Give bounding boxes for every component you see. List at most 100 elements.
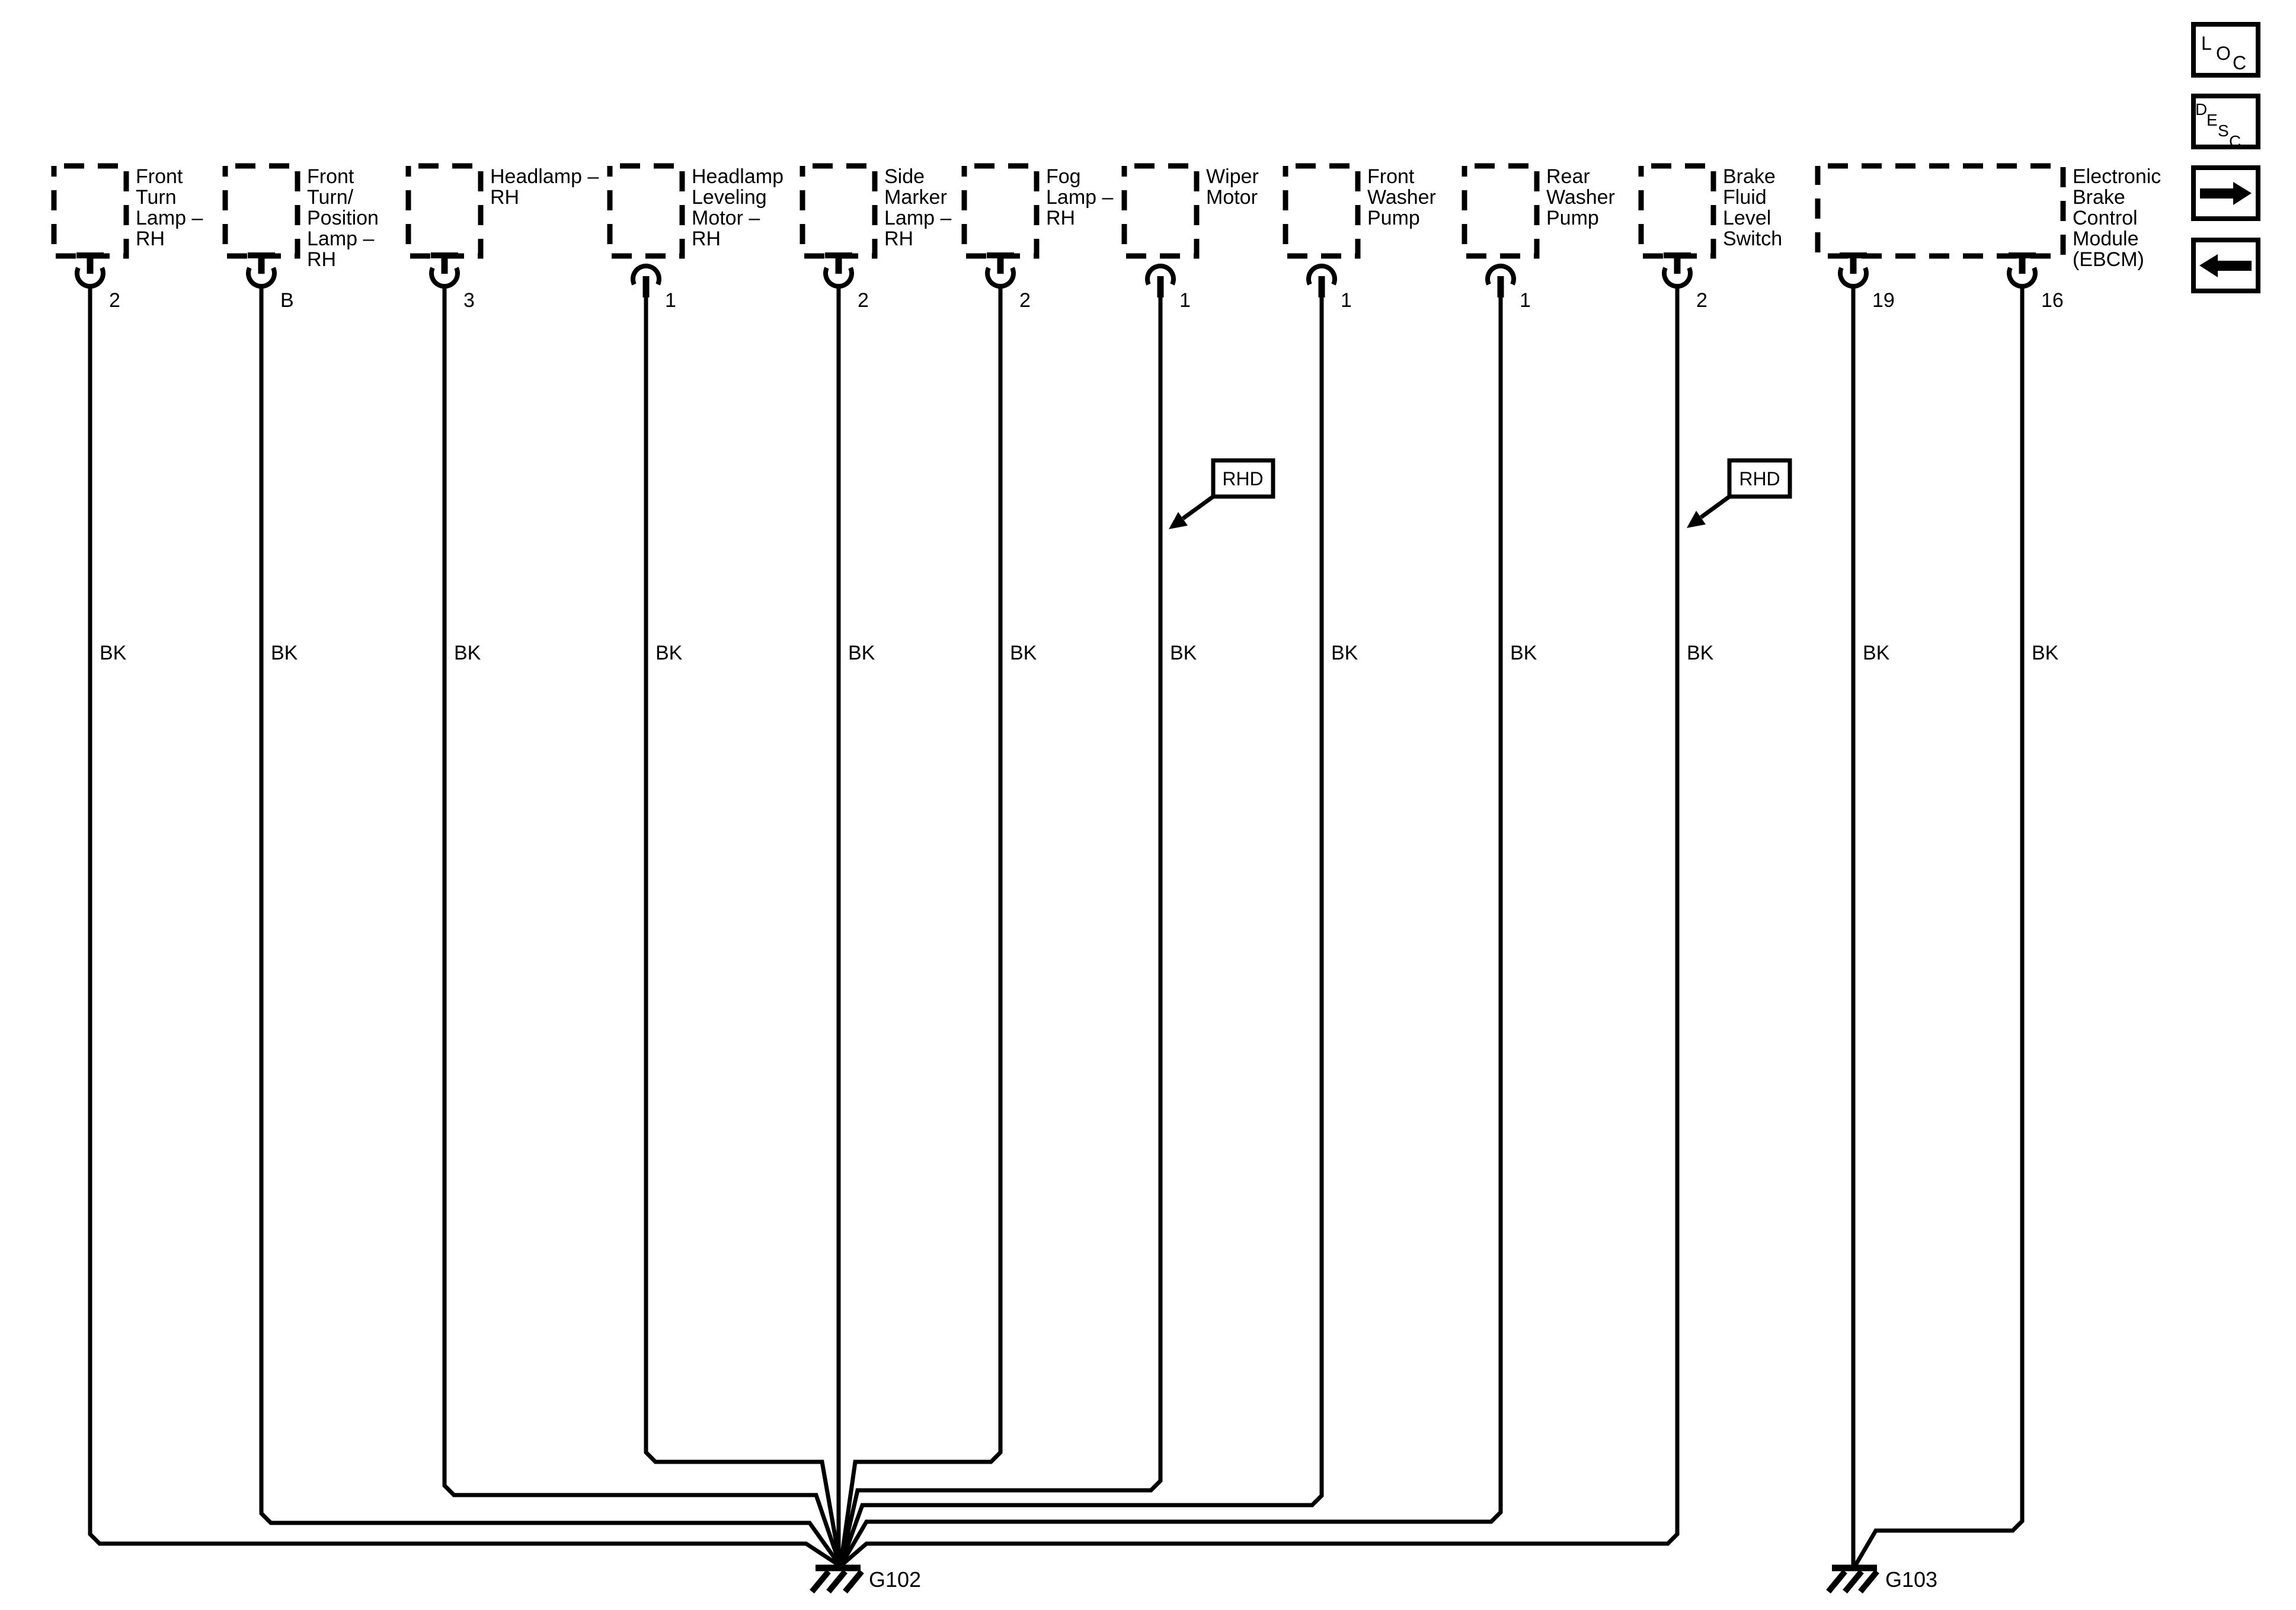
desc-button[interactable]: D E S C	[2191, 94, 2260, 151]
rhd-tag-box	[1727, 458, 1792, 499]
component-label-line: Washer	[1367, 186, 1436, 209]
component-label-line: RH	[490, 186, 519, 209]
ground-slash	[1843, 1569, 1864, 1594]
loc-button[interactable]: L O C	[2191, 22, 2260, 78]
component-label-line: Pump	[1546, 207, 1599, 229]
rhd-tag-label: RHD	[1222, 468, 1263, 489]
component-box	[1283, 163, 1361, 259]
pin-number: 2	[1696, 289, 1707, 312]
component-label-line: Front	[136, 165, 183, 188]
wire-color-label: BK	[100, 642, 127, 664]
loc-letter: O	[2216, 43, 2231, 64]
wire-color-label: BK	[1687, 642, 1714, 664]
desc-letter: D	[2195, 100, 2207, 119]
component-label-line: Brake	[1723, 165, 1776, 188]
pin-number: 1	[1341, 289, 1352, 312]
component-box	[800, 163, 878, 259]
pin-number: 2	[1019, 289, 1031, 312]
connector-pin	[258, 256, 265, 274]
wire-color-label: BK	[454, 642, 481, 664]
component-label-line: Wiper	[1206, 165, 1259, 188]
rhd-callout-wiper-motor: RHD	[1169, 458, 1275, 529]
rhd-arrow-line	[1181, 495, 1215, 520]
connector-bar	[248, 252, 275, 258]
connector-pin	[2019, 256, 2026, 274]
wire-rear-washer-pump	[838, 297, 1503, 1567]
wire-color-label: BK	[848, 642, 875, 664]
component-label-line: RH	[1046, 207, 1075, 229]
wire-brake-fluid-level-switch	[839, 286, 1680, 1568]
wire-color-label: BK	[2032, 642, 2059, 664]
wire-color-label: BK	[655, 642, 683, 664]
wire-headlamp-leveling-motor-rh	[644, 297, 843, 1567]
wire-front-turn-position-lamp-rh	[259, 286, 842, 1568]
ground-g102: G102	[810, 1564, 921, 1594]
desc-letter: E	[2207, 111, 2218, 129]
desc-button-box[interactable]	[2191, 94, 2260, 149]
pin-number: 1	[665, 289, 676, 312]
loc-letter: L	[2201, 33, 2212, 54]
component-label-line: RH	[136, 228, 165, 250]
component-label-line: RH	[884, 228, 913, 250]
connector-pin	[1318, 276, 1325, 297]
component-box	[1462, 163, 1540, 259]
connector-cup-icon	[1145, 263, 1176, 286]
rhd-tag-label: RHD	[1739, 468, 1780, 489]
rhd-arrowhead-icon	[1169, 512, 1188, 529]
connector-bar	[825, 252, 852, 258]
next-page-button[interactable]	[2191, 165, 2260, 221]
component-label-line: RH	[692, 228, 721, 250]
component-label-line: Turn	[136, 186, 177, 209]
component-label-line: Rear	[1546, 165, 1590, 188]
connector-bar	[2009, 252, 2036, 258]
rhd-callout-brake-fluid-level-switch: RHD	[1687, 458, 1792, 528]
desc-letter: C	[2229, 132, 2241, 151]
wire-color-label: BK	[1331, 642, 1358, 664]
loc-button-box[interactable]	[2191, 22, 2260, 78]
component-label-line: Control	[2073, 207, 2138, 229]
connector-cup-icon	[631, 263, 661, 286]
component-label-line: Pump	[1367, 207, 1420, 229]
wire-color-label: BK	[1170, 642, 1197, 664]
component-box	[961, 163, 1040, 259]
component-label-line: Brake	[2073, 186, 2125, 209]
component-label-line: Motor –	[692, 207, 760, 229]
connector-bar	[76, 252, 104, 258]
component-label-line: Lamp –	[136, 207, 203, 229]
connector-pin	[1157, 276, 1164, 297]
component-label-line: Headlamp	[692, 165, 784, 188]
ground-slash	[1826, 1569, 1847, 1594]
ground-slash	[843, 1569, 864, 1594]
pin-number: 1	[1179, 289, 1191, 312]
previous-page-button[interactable]	[2191, 238, 2260, 293]
component-label-line: (EBCM)	[2073, 248, 2144, 271]
component-label-line: RH	[307, 248, 336, 271]
component-label-line: Side	[884, 165, 925, 188]
loc-letter: C	[2233, 52, 2246, 73]
component-box	[222, 163, 300, 259]
component-label-line: Lamp –	[884, 207, 951, 229]
rhd-tag-box	[1211, 458, 1275, 499]
pin-number: 16	[2041, 289, 2064, 312]
component-label-line: Front	[307, 165, 354, 188]
connector-pin	[997, 256, 1004, 274]
component-label-line: Position	[307, 207, 379, 229]
connector-pin	[1674, 256, 1681, 274]
component-label-line: Electronic	[2073, 165, 2161, 188]
component-label-line: Fog	[1046, 165, 1081, 188]
wire-wiper-motor	[838, 297, 1163, 1567]
component-label-line: Marker	[884, 186, 947, 209]
component-label-line: Lamp –	[1046, 186, 1113, 209]
ground-slash	[1858, 1569, 1879, 1594]
ground-label: G102	[869, 1567, 921, 1592]
component-label-line: Motor	[1206, 186, 1258, 209]
connector-pin	[835, 256, 842, 274]
corner-nav: L O C D E S C	[2191, 22, 2260, 293]
